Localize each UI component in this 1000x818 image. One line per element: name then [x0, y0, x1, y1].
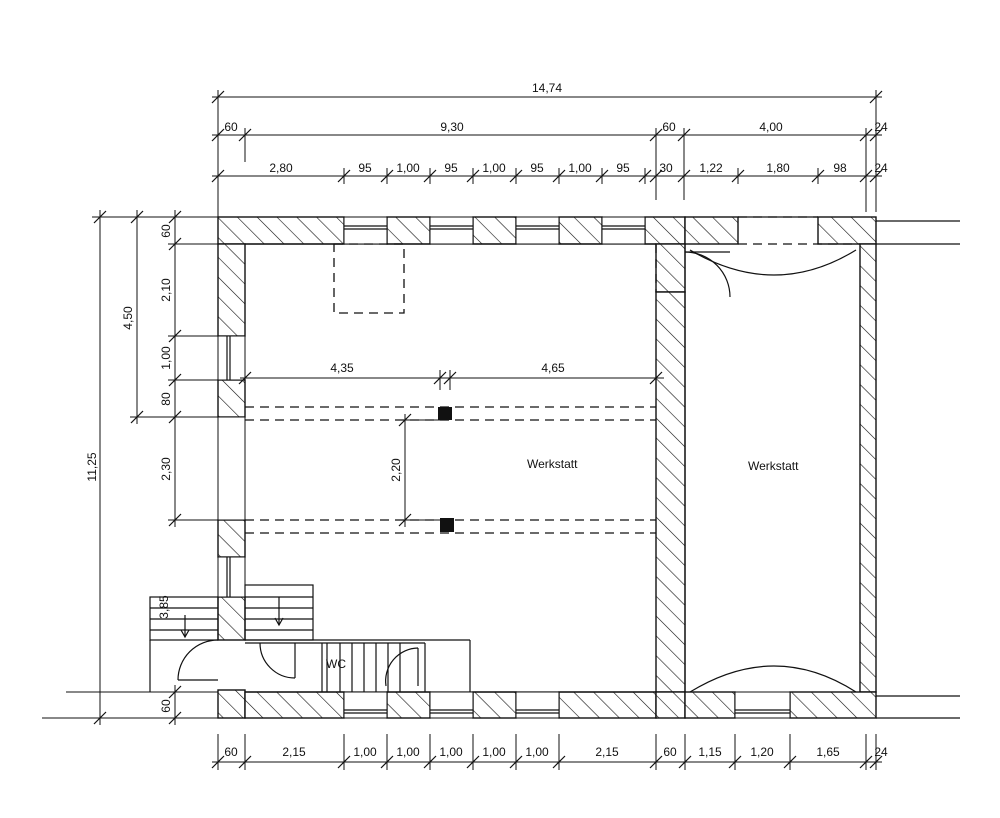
- dashed-opening: [333, 243, 405, 314]
- windows: [217, 216, 791, 719]
- dim-row2-3: 4,00: [759, 120, 783, 134]
- dim-bottom-2: 1,00: [353, 745, 377, 759]
- top-dimension-row3: 2,80 95 1,00 95 1,00 95 1,00 95 30 1,22 …: [211, 161, 888, 184]
- dim-row3-8: 30: [659, 161, 673, 175]
- dim-inner-435: 4,35: [330, 361, 354, 375]
- dim-row3-1: 95: [358, 161, 372, 175]
- dim-bottom-4: 1,00: [439, 745, 463, 759]
- dim-bottom-10: 1,20: [750, 745, 774, 759]
- dim-inner-465: 4,65: [541, 361, 565, 375]
- dim-left-450: 4,50: [121, 306, 135, 330]
- garage: [684, 216, 960, 719]
- dim-bottom-9: 1,15: [698, 745, 722, 759]
- walls: [217, 216, 877, 719]
- dim-row3-0: 2,80: [269, 161, 293, 175]
- dim-bottom-8: 60: [663, 745, 677, 759]
- dim-total-width: 14,74: [532, 81, 562, 95]
- dim-bottom-1: 2,15: [282, 745, 306, 759]
- dim-inner-220: 2,20: [389, 458, 403, 482]
- garage-swing-door: [684, 251, 731, 298]
- dim-row2-2: 60: [662, 120, 676, 134]
- dim-left-inner-3: 80: [159, 392, 173, 406]
- bottom-dimensions: 60 2,15 1,00 1,00 1,00 1,00 1,00 2,15 60…: [211, 734, 888, 770]
- dim-bottom-3: 1,00: [396, 745, 420, 759]
- stairs-wc: WC: [149, 584, 471, 692]
- dim-bottom-12: 24: [874, 745, 888, 759]
- garage-door-arc-bottom: [689, 665, 857, 693]
- dim-row3-10: 1,80: [766, 161, 790, 175]
- dim-row3-5: 95: [530, 161, 544, 175]
- dim-left-inner-2: 1,00: [159, 346, 173, 370]
- dim-left-inner-4: 2,30: [159, 457, 173, 481]
- dim-row3-3: 95: [444, 161, 458, 175]
- dim-row3-2: 1,00: [396, 161, 420, 175]
- room-label-wc: WC: [326, 657, 346, 671]
- dim-left-385: 3,85: [157, 595, 171, 619]
- dim-left-inner-0: 60: [159, 224, 173, 238]
- dim-bottom-0: 60: [224, 745, 238, 759]
- dim-row3-7: 95: [616, 161, 630, 175]
- dim-left-bottom: 60: [159, 699, 173, 713]
- dim-bottom-11: 1,65: [816, 745, 840, 759]
- dim-left-inner-1: 2,10: [159, 278, 173, 302]
- dim-row3-6: 1,00: [568, 161, 592, 175]
- garage-door-arc-top: [689, 249, 857, 276]
- dim-bottom-5: 1,00: [482, 745, 506, 759]
- dim-row2-0: 60: [224, 120, 238, 134]
- inner-dimensions: 4,35 4,65 2,20: [238, 361, 664, 527]
- dim-row3-12: 24: [874, 161, 888, 175]
- left-dimensions: 11,25 4,50 60 2,10 1,00 80 2,30 3,85 60: [42, 210, 218, 725]
- dim-row3-11: 98: [833, 161, 847, 175]
- dim-row2-4: 24: [874, 120, 888, 134]
- column-upper: [438, 407, 452, 420]
- dim-row3-4: 1,00: [482, 161, 506, 175]
- dim-row2-1: 9,30: [440, 120, 464, 134]
- column-lower: [440, 518, 454, 532]
- top-dimension-total: 14,74: [211, 81, 883, 218]
- interior: [245, 243, 657, 534]
- dim-row3-9: 1,22: [699, 161, 723, 175]
- dim-bottom-7: 2,15: [595, 745, 619, 759]
- room-label-werkstatt-left: Werkstatt: [527, 457, 578, 471]
- top-dimension-row2: 60 9,30 60 4,00 24: [211, 120, 888, 212]
- dim-left-total: 11,25: [85, 452, 99, 481]
- dim-bottom-6: 1,00: [525, 745, 549, 759]
- room-label-werkstatt-right: Werkstatt: [748, 459, 799, 473]
